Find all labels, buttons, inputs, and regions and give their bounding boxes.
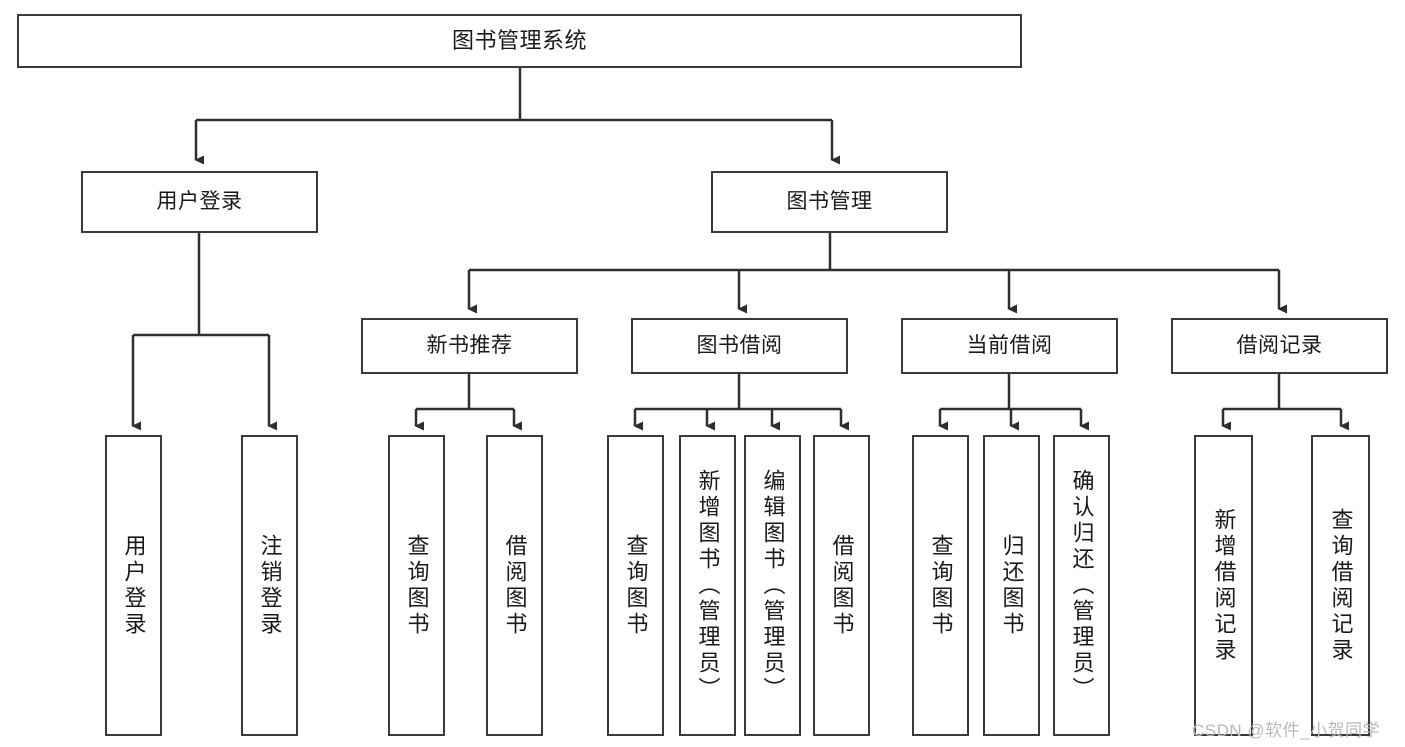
node-root-book-management-system[interactable]: 图书管理系统 xyxy=(17,14,1022,68)
node-label: 图书管理 xyxy=(786,189,873,213)
node-label: 借阅记录 xyxy=(1236,333,1323,357)
node-label: 新增借阅记录 xyxy=(1211,507,1237,664)
node-label: 归还图书 xyxy=(999,533,1025,638)
leaf-recommend-borrow-book[interactable]: 借阅图书 xyxy=(486,435,543,736)
leaf-current-query-book[interactable]: 查询图书 xyxy=(912,435,969,736)
node-label: 查询图书 xyxy=(404,533,430,638)
leaf-borrow-borrow-book[interactable]: 借阅图书 xyxy=(813,435,870,736)
node-label: 借阅图书 xyxy=(829,533,855,638)
node-label: 新增图书（管理员） xyxy=(695,468,721,703)
node-label: 图书借阅 xyxy=(696,333,783,357)
leaf-recommend-query-book[interactable]: 查询图书 xyxy=(388,435,445,736)
node-label: 用户登录 xyxy=(121,533,147,638)
node-label: 确认归还（管理员） xyxy=(1069,468,1095,703)
node-user-login[interactable]: 用户登录 xyxy=(81,171,318,233)
leaf-borrow-edit-book-admin[interactable]: 编辑图书（管理员） xyxy=(744,435,801,736)
leaf-record-query-borrow-record[interactable]: 查询借阅记录 xyxy=(1311,435,1370,736)
node-label: 图书管理系统 xyxy=(451,28,587,54)
leaf-record-add-borrow-record[interactable]: 新增借阅记录 xyxy=(1194,435,1253,736)
node-book-borrow[interactable]: 图书借阅 xyxy=(631,318,848,374)
leaf-user-login-logout[interactable]: 注销登录 xyxy=(241,435,298,736)
node-current-borrow[interactable]: 当前借阅 xyxy=(901,318,1118,374)
node-label: 新书推荐 xyxy=(426,333,513,357)
leaf-user-login-login[interactable]: 用户登录 xyxy=(105,435,162,736)
leaf-borrow-query-book[interactable]: 查询图书 xyxy=(607,435,664,736)
node-label: 当前借阅 xyxy=(966,333,1053,357)
node-borrow-record[interactable]: 借阅记录 xyxy=(1171,318,1388,374)
node-label: 编辑图书（管理员） xyxy=(760,468,786,703)
node-label: 借阅图书 xyxy=(502,533,528,638)
leaf-current-confirm-return-admin[interactable]: 确认归还（管理员） xyxy=(1053,435,1110,736)
node-label: 用户登录 xyxy=(156,189,243,213)
node-new-book-recommend[interactable]: 新书推荐 xyxy=(361,318,578,374)
node-book-management[interactable]: 图书管理 xyxy=(711,171,948,233)
leaf-borrow-add-book-admin[interactable]: 新增图书（管理员） xyxy=(679,435,736,736)
node-label: 注销登录 xyxy=(257,533,283,638)
node-label: 查询借阅记录 xyxy=(1328,507,1354,664)
leaf-current-return-book[interactable]: 归还图书 xyxy=(983,435,1040,736)
node-label: 查询图书 xyxy=(928,533,954,638)
csdn-watermark: CSDN @软件_小贺同学 xyxy=(1192,721,1381,740)
node-label: 查询图书 xyxy=(623,533,649,638)
